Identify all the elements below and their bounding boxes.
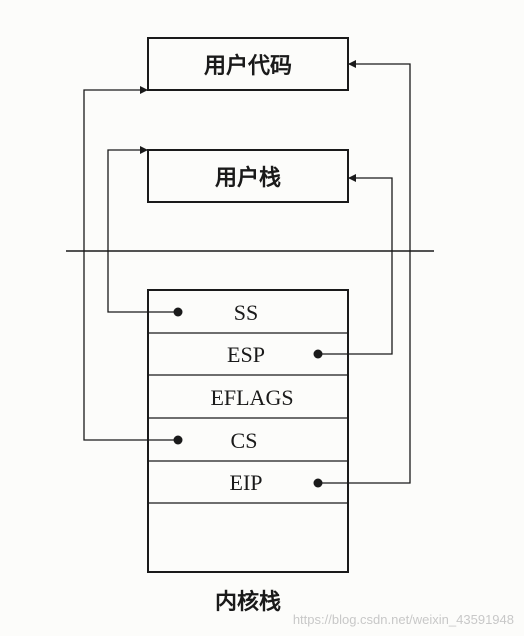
eip-to-user-code-arrow — [318, 60, 411, 484]
slot-label-cs: CS — [231, 428, 258, 453]
kernel-stack-caption: 内核栈 — [215, 589, 281, 615]
user-stack-label: 用户栈 — [215, 165, 281, 191]
user-code-label: 用户代码 — [204, 53, 292, 79]
slot-label-esp: ESP — [227, 342, 265, 367]
ss-to-user-stack-arrow — [107, 146, 178, 313]
kernel-stack-box — [147, 289, 349, 573]
esp-to-user-stack-arrow — [318, 174, 393, 355]
slot-label-ss: SS — [234, 300, 258, 325]
cs-to-user-code-arrow — [83, 86, 178, 441]
slot-label-eip: EIP — [230, 470, 263, 495]
slot-label-eflags: EFLAGS — [210, 385, 293, 410]
watermark-text: https://blog.csdn.net/weixin_43591948 — [293, 612, 514, 627]
